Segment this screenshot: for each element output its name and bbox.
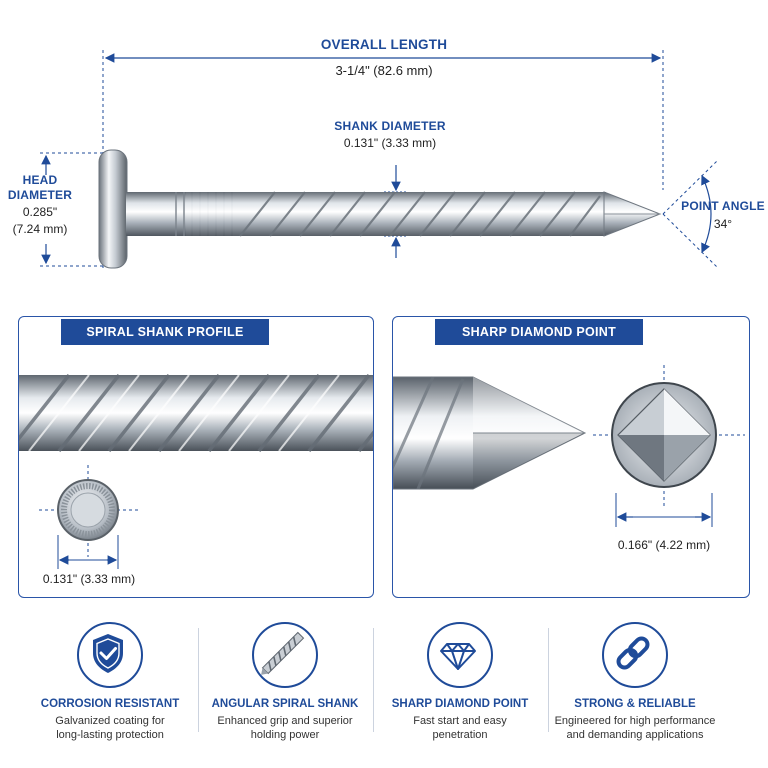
head-diameter-title-1: HEAD (22, 173, 58, 187)
diamond-point-panel: SHARP DIAMOND POINT (392, 316, 750, 598)
chain-link-icon (616, 636, 650, 670)
nail-spiral-grooves (239, 191, 601, 237)
head-diameter-value-2: (7.24 mm) (12, 222, 68, 236)
feature-desc-line-2: holding power (250, 729, 320, 741)
point-angle-value: 34° (713, 217, 733, 231)
feature-title: CORROSION RESISTANT (40, 698, 180, 710)
nail-diagram (40, 50, 719, 269)
head-diameter-value-1: 0.285" (22, 205, 58, 219)
spiral-shank-panel: SPIRAL SHANK PROFILE (18, 316, 374, 598)
spiral-nail-icon (261, 631, 305, 675)
feature-desc-line-2: and demanding applications (566, 729, 704, 741)
feature-title: SHARP DIAMOND POINT (391, 698, 529, 710)
overall-length-value: 3-1/4" (82.6 mm) (335, 63, 433, 78)
point-angle-title: POINT ANGLE (681, 199, 765, 213)
diamond-icon (440, 643, 476, 670)
feature-icon-circle (602, 622, 668, 688)
feature-title: ANGULAR SPIRAL SHANK (211, 698, 359, 710)
spiral-shank-panel-title: SPIRAL SHANK PROFILE (61, 319, 269, 345)
point-angle-line-bottom (662, 213, 719, 269)
nail-shank-smooth (126, 192, 186, 236)
head-diameter-title-2: DIAMETER (7, 188, 73, 202)
diamond-point-closeup (393, 365, 745, 527)
point-angle-line-top (662, 159, 719, 215)
overall-length-title: OVERALL LENGTH (320, 37, 448, 52)
feature-desc-line-2: long-lasting protection (56, 729, 164, 741)
point-angle-arc (701, 174, 712, 254)
feature-divider (198, 628, 199, 732)
spiral-shank-closeup (19, 373, 373, 569)
shield-check-icon (93, 634, 123, 673)
feature-angular-spiral-shank: ANGULAR SPIRAL SHANK Enhanced grip and s… (195, 622, 375, 742)
shank-diameter-value: 0.131" (3.33 mm) (343, 136, 437, 150)
feature-sharp-diamond-point: SHARP DIAMOND POINT Fast start and easy … (370, 622, 550, 742)
feature-divider (373, 628, 374, 732)
feature-icon-circle (427, 622, 493, 688)
shank-diameter-title: SHANK DIAMETER (334, 119, 446, 133)
nail-head (98, 149, 128, 269)
feature-desc-line-1: Engineered for high performance (554, 715, 716, 727)
feature-desc-line-1: Fast start and easy (413, 715, 507, 727)
feature-corrosion-resistant: CORROSION RESISTANT Galvanized coating f… (20, 622, 200, 742)
diamond-point-panel-title: SHARP DIAMOND POINT (435, 319, 643, 345)
feature-strong-reliable: STRONG & RELIABLE Engineered for high pe… (545, 622, 725, 742)
spiral-cross-section-dimension: 0.131" (3.33 mm) (42, 572, 136, 586)
feature-desc-line-2: penetration (432, 729, 488, 741)
feature-title: STRONG & RELIABLE (574, 698, 696, 710)
feature-icon-circle (252, 622, 318, 688)
diamond-point-dimension: 0.166" (4.22 mm) (617, 538, 711, 552)
feature-desc-line-1: Enhanced grip and superior (217, 715, 353, 727)
feature-desc-line-1: Galvanized coating for (55, 715, 165, 727)
feature-divider (548, 628, 549, 732)
feature-icon-circle (77, 622, 143, 688)
